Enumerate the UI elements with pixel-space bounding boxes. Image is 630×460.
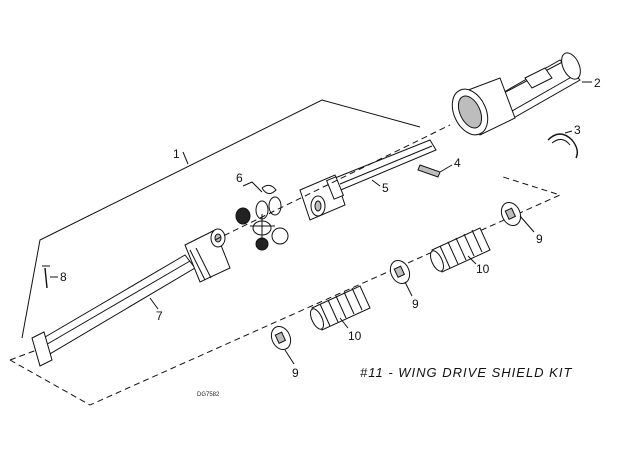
callout-6: 6 [236, 171, 243, 185]
callout-2: 2 [594, 76, 601, 90]
callout-1: 1 [173, 147, 180, 161]
leader-10-upper [467, 255, 477, 265]
bearing-retainer-lower [270, 325, 292, 351]
callout-10-upper: 10 [476, 262, 490, 276]
coil-spring-lower [310, 285, 371, 331]
outer-shield-tube [451, 52, 581, 136]
callout-9-middle: 9 [412, 297, 419, 311]
assembly-bracket-1 [21, 99, 421, 339]
assembly-axis [214, 124, 451, 241]
leader-9-middle [404, 281, 413, 297]
callout-9-lower: 9 [292, 366, 299, 380]
bearing-retainer-upper [500, 201, 522, 227]
shaft-pin [42, 265, 50, 289]
inner-shaft-yoke [299, 139, 437, 221]
leader-9-lower [284, 349, 295, 365]
callout-10-lower: 10 [348, 329, 362, 343]
leader-4 [439, 164, 453, 173]
callout-5: 5 [382, 181, 389, 195]
main-drive-shaft [31, 228, 231, 367]
bearing-retainer-middle [389, 259, 411, 285]
callout-3: 3 [574, 123, 581, 137]
universal-joint-cross [235, 184, 289, 251]
retaining-clip [547, 133, 579, 159]
leader-7 [149, 297, 159, 310]
leader-5 [371, 179, 381, 187]
shaft-key [417, 164, 441, 178]
callout-9-upper: 9 [536, 232, 543, 246]
leader-6 [242, 181, 263, 193]
callout-7: 7 [156, 309, 163, 323]
kit-title: #11 - WING DRIVE SHIELD KIT [360, 365, 572, 380]
callout-4: 4 [454, 156, 461, 170]
drawing-code: DG7582 [197, 392, 220, 398]
leader-10-lower [339, 317, 349, 329]
leader-9-upper [519, 215, 535, 233]
leader-3 [564, 130, 573, 134]
coil-spring-upper [430, 227, 491, 273]
callout-8: 8 [60, 270, 67, 284]
